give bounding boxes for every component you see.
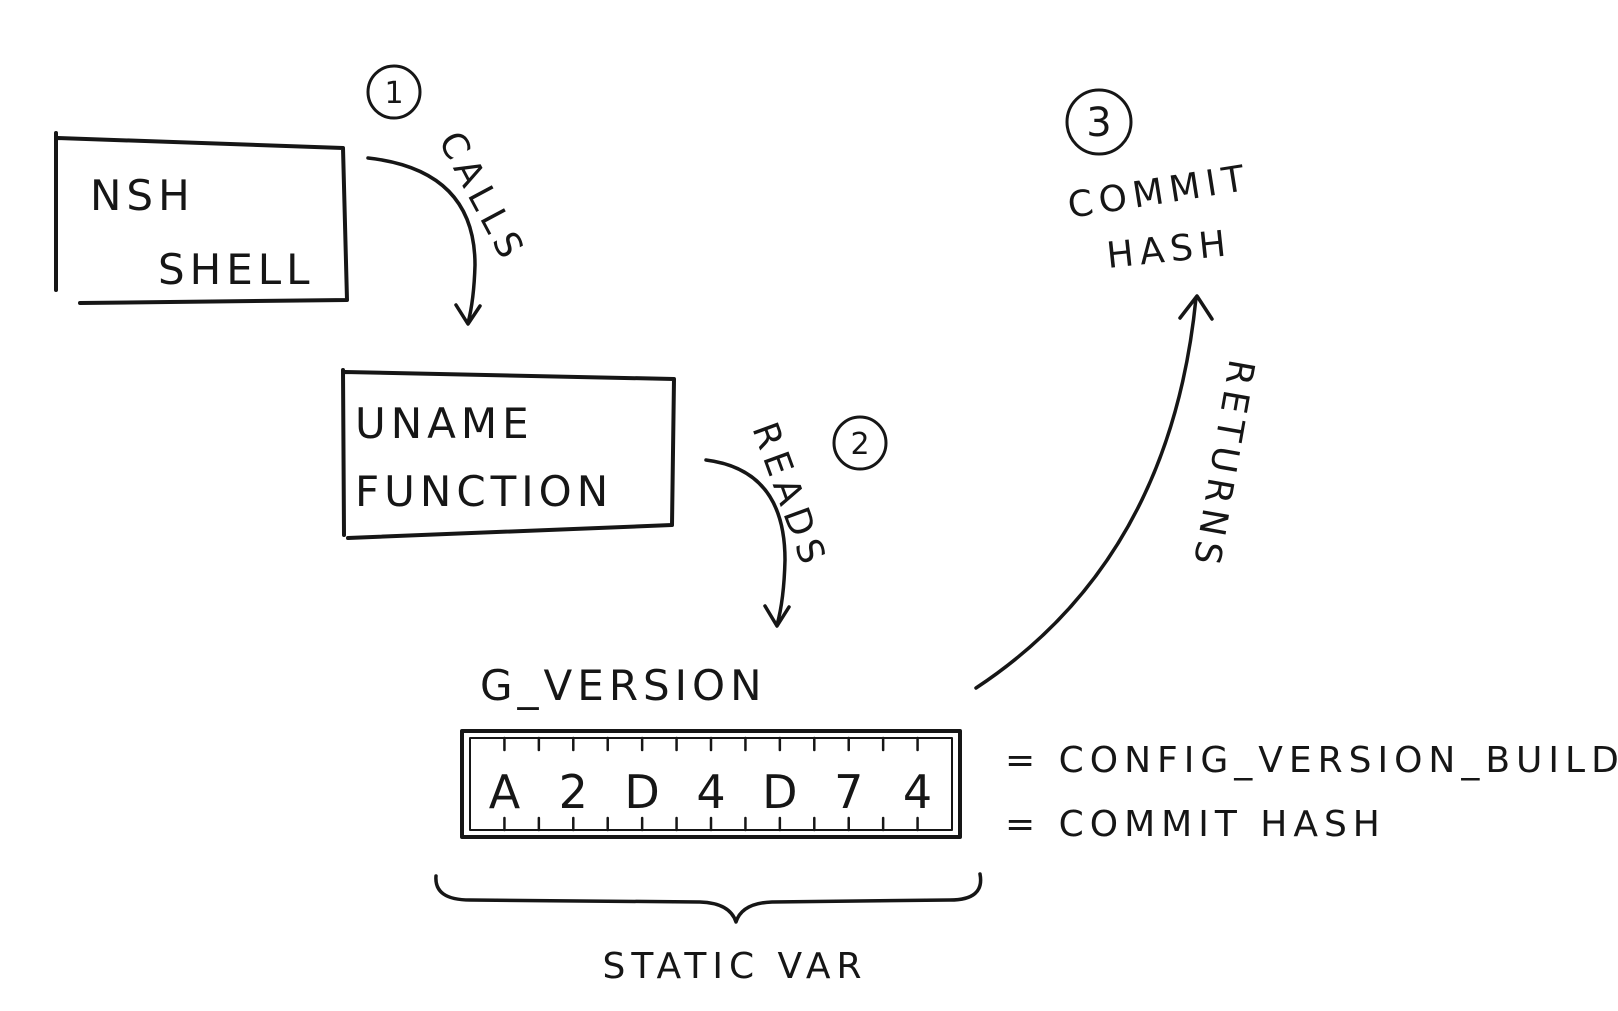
reads-arrow [704, 458, 791, 628]
nsh-shell-line2: SHELL [158, 245, 315, 294]
calls-arrow [366, 156, 482, 326]
step-1-number: 1 [384, 76, 403, 111]
step-3-marker: 3 [1065, 88, 1133, 156]
note-config-version-build: = CONFIG_VERSION_BUILD [1005, 740, 1618, 781]
register-cell: 4 [696, 765, 725, 819]
result-line1: COMMIT [1065, 158, 1253, 227]
uname-function-line1: UNAME [355, 399, 534, 448]
variable-name: G_VERSION [480, 661, 767, 710]
nsh-shell-box: NSH SHELL [54, 131, 349, 305]
calls-label: CALLS [430, 125, 533, 270]
register-cell: D [762, 765, 797, 819]
note-commit-hash: = COMMIT HASH [1005, 804, 1386, 845]
uname-function-line2: FUNCTION [355, 467, 613, 516]
register-cell: 2 [559, 765, 588, 819]
register-cell: A [489, 765, 521, 819]
step-3-number: 3 [1086, 100, 1111, 146]
nsh-shell-line1: NSH [90, 171, 195, 220]
step-2-number: 2 [850, 427, 869, 462]
reads-label: READS [744, 417, 835, 575]
register-cell: 7 [834, 765, 863, 819]
returns-label: RETURNS [1184, 356, 1261, 573]
uname-function-box: UNAME FUNCTION [341, 368, 676, 540]
static-var-brace [434, 872, 983, 924]
static-var-label: STATIC VAR [602, 946, 867, 987]
register-cell: 4 [903, 765, 932, 819]
step-1-marker: 1 [366, 64, 422, 120]
register-cell: D [624, 765, 659, 819]
step-2-marker: 2 [832, 415, 888, 471]
register-ticks [503, 736, 919, 832]
result-line2: HASH [1105, 223, 1234, 277]
returns-arrow [974, 294, 1214, 690]
